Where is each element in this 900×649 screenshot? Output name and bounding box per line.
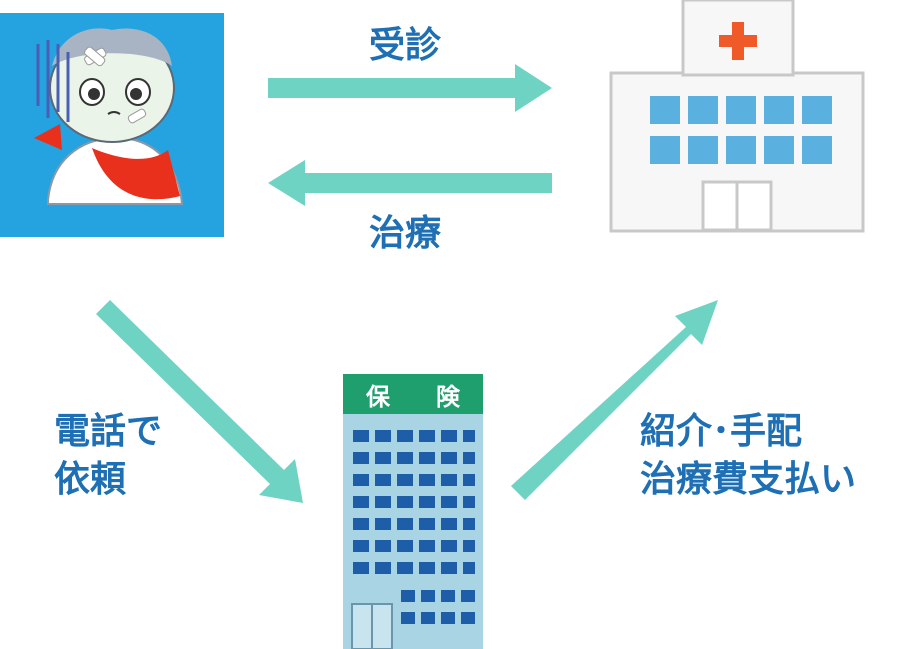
visit-arrow — [268, 64, 552, 112]
injured-cat-patient-icon — [0, 13, 224, 237]
treatment-label: 治療 — [369, 213, 442, 254]
insurance-company-building-icon — [343, 374, 483, 649]
hospital-building-icon — [609, 0, 865, 233]
visit-label: 受診 — [369, 25, 442, 66]
request-label-line1: 電話で — [54, 411, 163, 452]
referral-label-line2: 治療費支払い — [640, 459, 857, 500]
request-arrow — [96, 300, 303, 503]
request-label-line2: 依頼 — [54, 459, 127, 500]
insurance-sign: 保 険 — [343, 374, 483, 414]
treatment-arrow — [268, 160, 552, 206]
referral-label-line1: 紹介･手配 — [640, 411, 803, 452]
insurance-sign-char-2: 険 — [436, 382, 460, 411]
insurance-sign-char-1: 保 — [366, 382, 390, 411]
referral-arrow — [511, 300, 718, 500]
arrows — [96, 64, 718, 503]
